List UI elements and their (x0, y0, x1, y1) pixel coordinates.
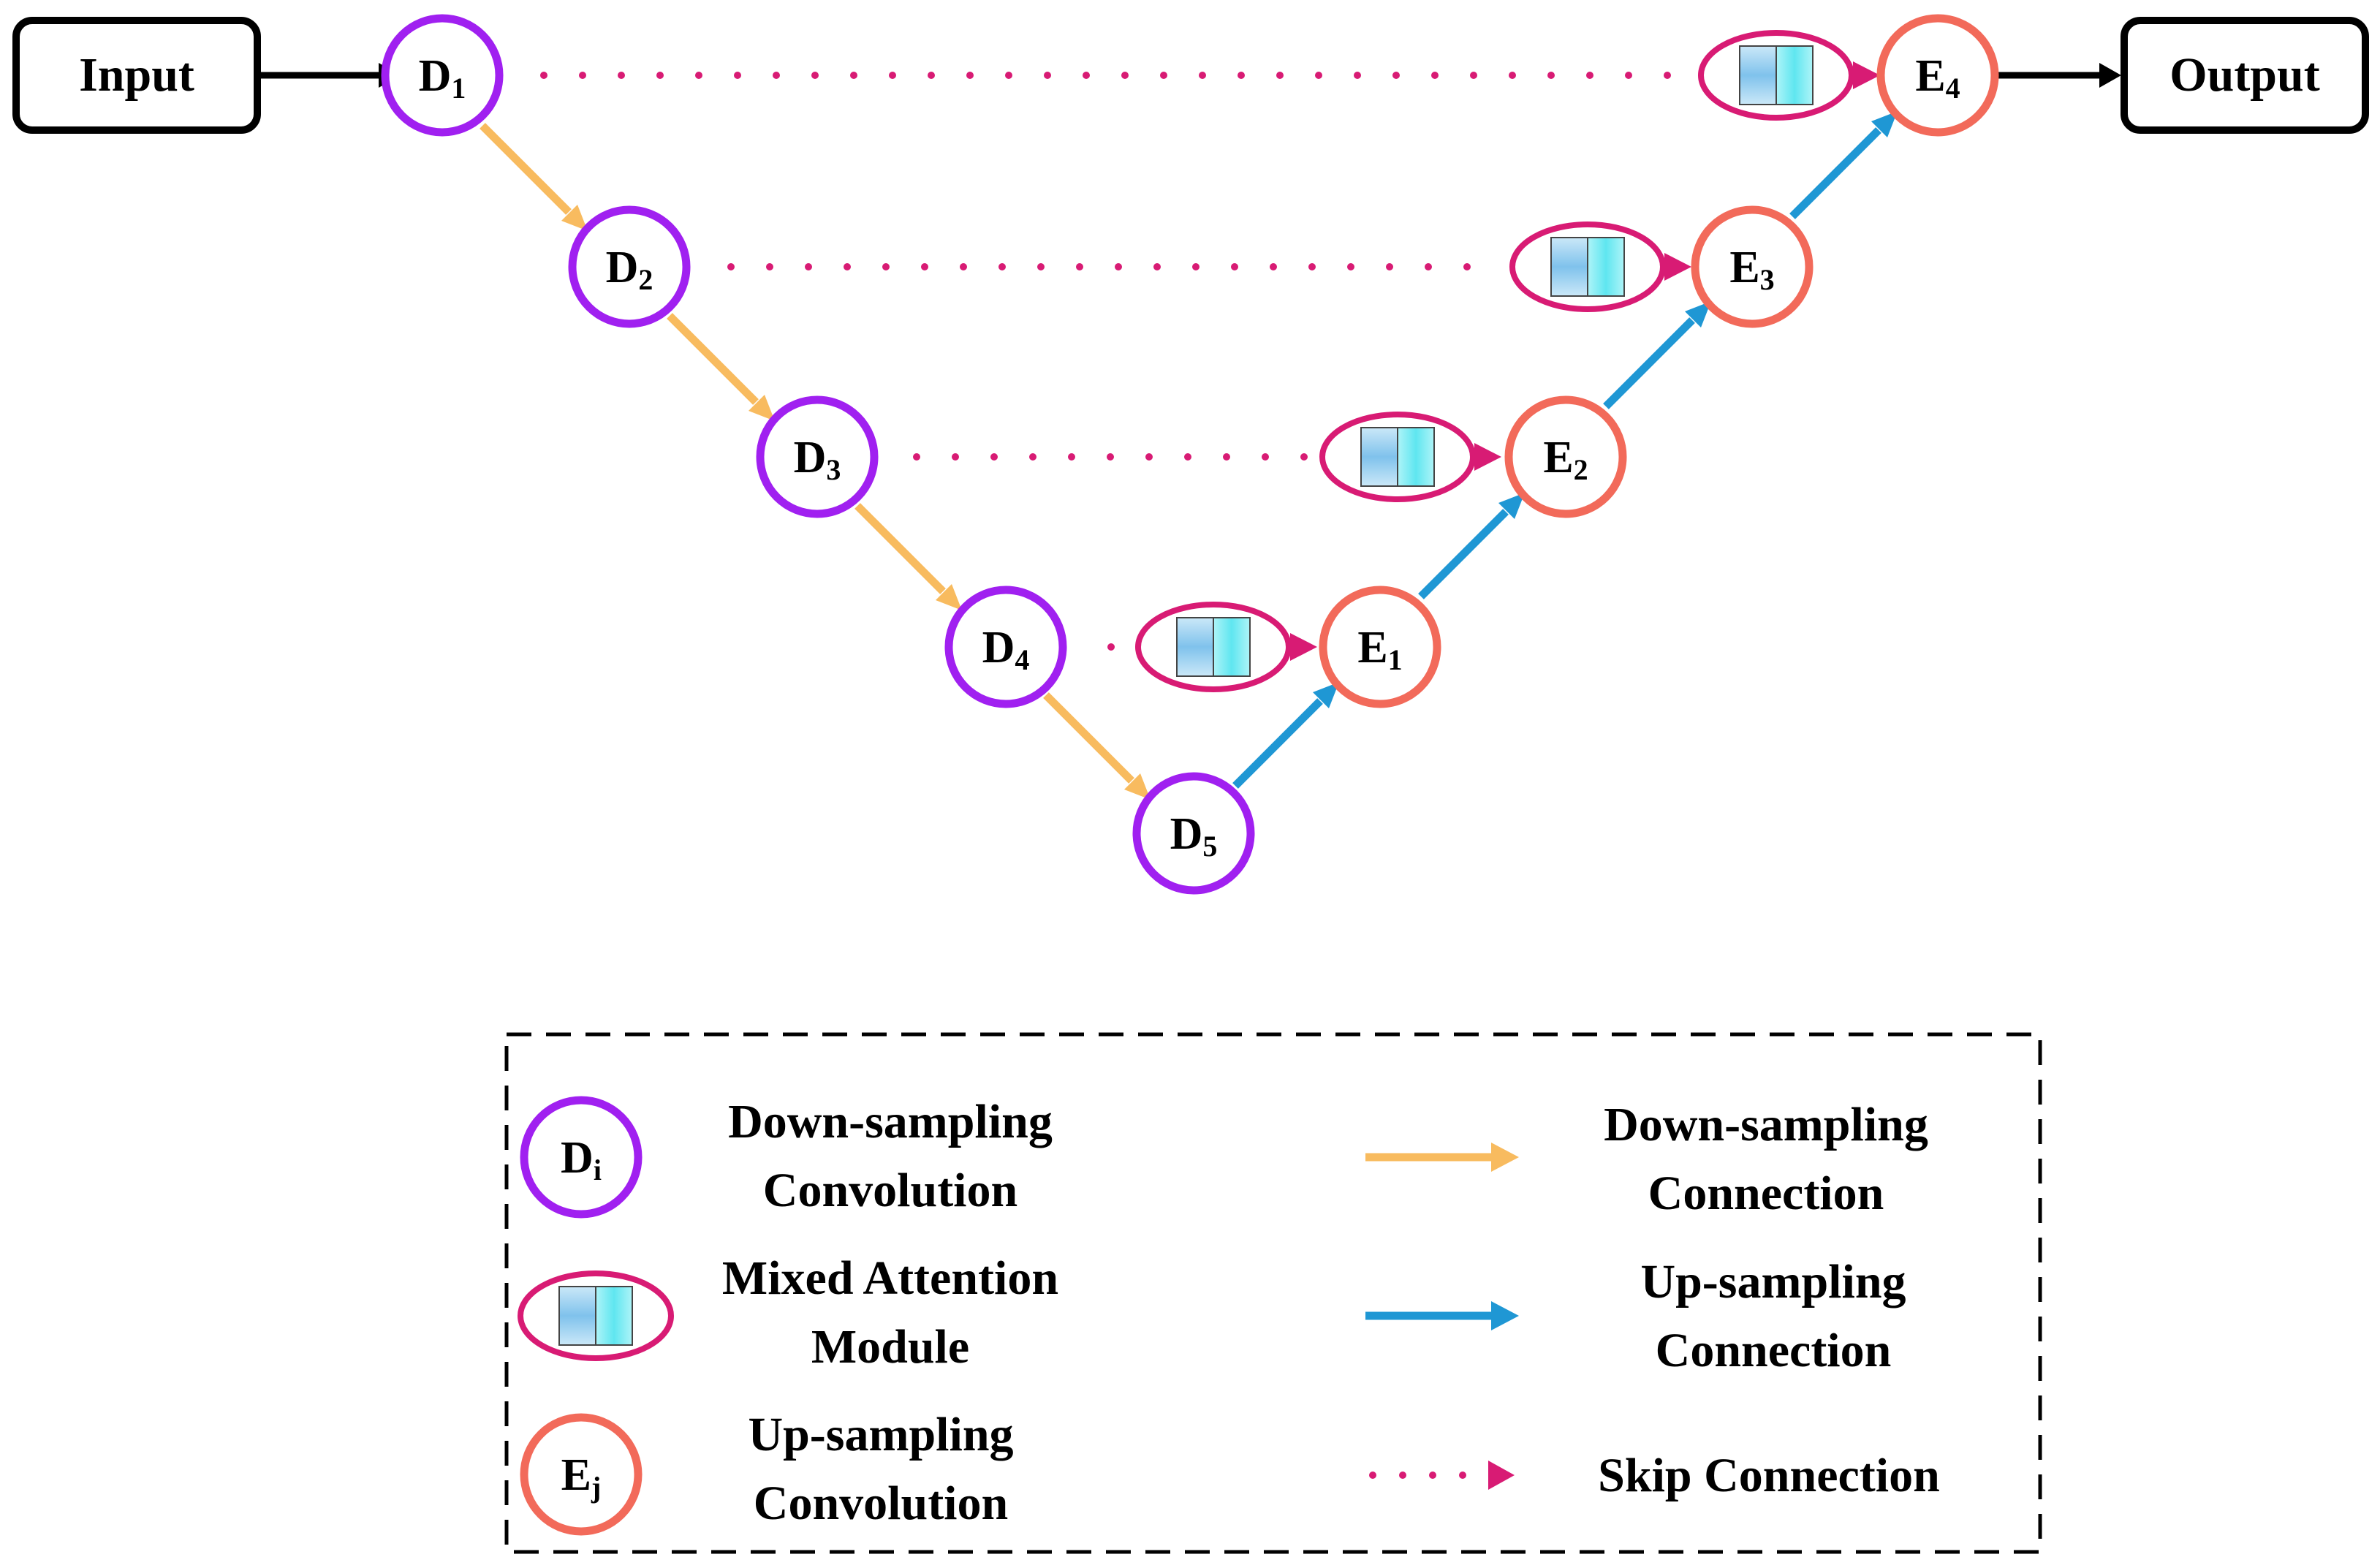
svg-text:D3: D3 (794, 433, 841, 486)
legend-skip-connection-arrow (1369, 1461, 1515, 1490)
output-label: Output (2169, 48, 2319, 102)
down-node-4-letter: D (982, 623, 1015, 673)
svg-text:E3: E3 (1729, 243, 1774, 296)
legend-down-node-letter: D (561, 1133, 594, 1183)
down-node-3-subscript: 3 (826, 453, 841, 486)
legend-mixed-attention-module (518, 1270, 674, 1361)
up-connection-4 (1789, 111, 1898, 219)
down-node-1-letter: D (419, 51, 452, 101)
legend-down-conv-line2: Convolution (763, 1164, 1017, 1217)
legend-up-connection-arrow (1365, 1301, 1519, 1330)
legend-up-node-subscript: j (591, 1471, 601, 1504)
down-node-4: D4 (944, 586, 1067, 708)
down-node-2: D2 (568, 205, 691, 328)
legend-up-conv-line1: Up-sampling (748, 1408, 1013, 1461)
legend-down-connection-arrow (1365, 1143, 1519, 1172)
input-label: Input (79, 48, 194, 102)
svg-text:D5: D5 (1170, 809, 1218, 863)
svg-text:D4: D4 (982, 623, 1030, 676)
svg-text:Di: Di (561, 1133, 602, 1186)
svg-text:D2: D2 (606, 243, 653, 296)
legend-down-connection-line2: Connection (1648, 1167, 1884, 1220)
up-node-1-subscript: 1 (1388, 643, 1403, 676)
down-connection-1 (480, 123, 588, 231)
up-connection-3 (1603, 301, 1711, 409)
legend-down-node: Di (520, 1096, 643, 1219)
legend-up-conv-line2: Convolution (754, 1477, 1008, 1530)
mixed-attention-module-4 (1135, 602, 1317, 692)
up-node-4: E4 (1876, 14, 1999, 137)
up-node-2-letter: E (1543, 433, 1573, 482)
legend-mixed-attention-line1: Mixed Attention (722, 1251, 1058, 1305)
mixed-attention-module-2 (1509, 221, 1691, 312)
up-node-2-subscript: 2 (1574, 453, 1588, 486)
down-node-5-subscript: 5 (1202, 830, 1217, 863)
up-node-1: E1 (1319, 586, 1441, 708)
up-node-4-letter: E (1915, 51, 1945, 101)
svg-text:E1: E1 (1357, 623, 1402, 676)
legend-up-node: Ej (520, 1413, 643, 1536)
legend-up-connection-line2: Connection (1656, 1324, 1892, 1377)
up-node-4-subscript: 4 (1946, 72, 1960, 105)
mixed-attention-module-1 (1698, 30, 1880, 121)
output-arrow-head (2099, 63, 2121, 88)
output-box: Output (2121, 17, 2369, 134)
legend: Di Down-sampling Convolution Mixed Atten… (504, 1032, 2042, 1554)
down-connection-4 (1043, 692, 1151, 800)
down-node-1-subscript: 1 (451, 72, 466, 105)
legend-border (504, 1032, 2042, 1554)
down-connection-3 (854, 503, 962, 610)
up-node-2: E2 (1504, 395, 1627, 518)
mixed-attention-module-3 (1319, 412, 1501, 502)
legend-skip-connection-label: Skip Connection (1598, 1449, 1940, 1502)
legend-up-node-letter: E (561, 1450, 591, 1500)
legend-down-conv-line1: Down-sampling (728, 1095, 1053, 1148)
down-node-5: D5 (1132, 772, 1255, 895)
down-node-2-letter: D (606, 243, 639, 292)
up-connection-2 (1418, 493, 1525, 599)
down-connection-2 (667, 313, 775, 421)
input-box: Input (12, 17, 261, 134)
svg-text:E4: E4 (1915, 51, 1960, 105)
up-node-1-letter: E (1357, 623, 1387, 673)
legend-down-connection-line1: Down-sampling (1604, 1098, 1928, 1151)
up-connection-1 (1232, 682, 1339, 789)
svg-text:D1: D1 (419, 51, 466, 105)
up-node-3-letter: E (1729, 243, 1759, 292)
down-node-5-letter: D (1170, 809, 1203, 859)
down-node-2-subscript: 2 (638, 263, 653, 296)
down-node-4-subscript: 4 (1015, 643, 1029, 676)
legend-mixed-attention-line2: Module (811, 1320, 969, 1374)
up-node-3: E3 (1691, 205, 1814, 328)
svg-text:E2: E2 (1543, 433, 1588, 486)
svg-text:Ej: Ej (561, 1450, 602, 1504)
down-node-3-letter: D (794, 433, 827, 482)
legend-up-connection-line1: Up-sampling (1640, 1255, 1906, 1308)
down-node-1: D1 (381, 14, 504, 137)
up-node-3-subscript: 3 (1760, 263, 1775, 296)
down-node-3: D3 (756, 395, 879, 518)
legend-down-node-subscript: i (594, 1154, 602, 1186)
